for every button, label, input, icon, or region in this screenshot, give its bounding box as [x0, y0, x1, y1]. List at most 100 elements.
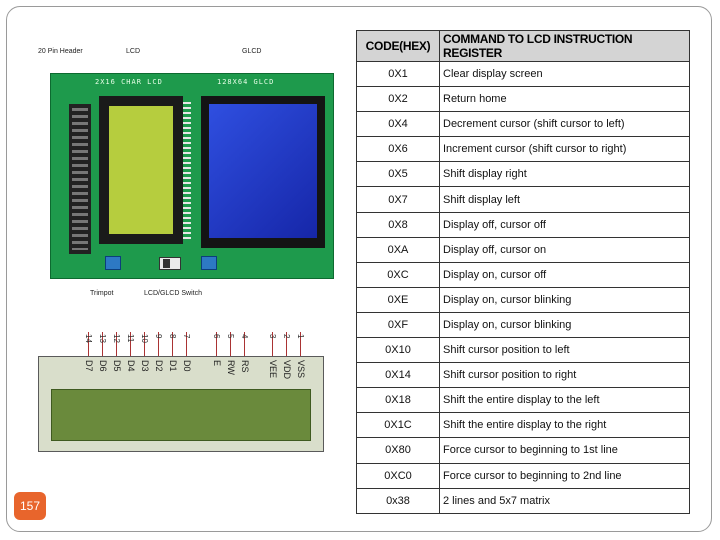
- cell-command: Shift cursor position to right: [439, 362, 690, 389]
- pin-number: 3: [268, 334, 277, 339]
- page-number-badge: 157: [14, 492, 46, 520]
- pin-number: 14: [84, 334, 93, 343]
- cell-command: Display off, cursor off: [439, 211, 690, 238]
- silkscreen-lcd-label: 2X16 CHAR LCD: [95, 78, 163, 86]
- cell-command: Increment cursor (shift cursor to right): [439, 136, 690, 163]
- lcd-module-screen: [51, 389, 311, 441]
- pin-lead: [172, 332, 173, 356]
- silkscreen-glcd-label: 128X64 GLCD: [217, 78, 275, 86]
- cell-command: Display on, cursor off: [439, 261, 690, 288]
- cell-command: Shift cursor position to left: [439, 337, 690, 364]
- pin-label: VSS: [296, 360, 306, 379]
- pin-number: 12: [112, 334, 121, 343]
- cell-command: Clear display screen: [439, 60, 690, 88]
- lcd-module-outline: [38, 356, 324, 452]
- pin-label: D6: [98, 360, 108, 372]
- cell-command: Force cursor to beginning to 1st line: [439, 437, 690, 464]
- pin-label: D0: [182, 360, 192, 372]
- cell-command: Display on, cursor blinking: [439, 286, 690, 313]
- callout-switch: LCD/GLCD Switch: [144, 290, 202, 297]
- pin-number: 11: [126, 334, 135, 343]
- graphic-lcd-glass: [209, 104, 317, 238]
- cell-code: 0X18: [356, 387, 440, 414]
- cell-code: 0X5: [356, 161, 440, 188]
- graphic-lcd: [201, 96, 325, 248]
- cell-code: 0X1: [356, 60, 440, 88]
- pin-number: 1: [296, 334, 305, 339]
- pin-number: 13: [98, 334, 107, 343]
- pin-lead: [88, 332, 89, 356]
- pin-number: 6: [212, 334, 221, 339]
- cell-code: 0XC0: [356, 462, 440, 489]
- cell-code: 0X80: [356, 437, 440, 464]
- cell-code: 0X10: [356, 337, 440, 364]
- pin-label: D7: [84, 360, 94, 372]
- cell-code: 0X1C: [356, 412, 440, 439]
- pin-lead: [216, 332, 217, 356]
- pcb-board: 2X16 CHAR LCD 128X64 GLCD: [50, 73, 334, 279]
- pin-label: VDD: [282, 360, 292, 380]
- pin-lead: [230, 332, 231, 356]
- pin-lead: [158, 332, 159, 356]
- pin-label: RS: [240, 360, 250, 373]
- pin-label: D2: [154, 360, 164, 372]
- pin-lead: [244, 332, 245, 356]
- pin-header-20: [69, 104, 91, 254]
- callout-lcd: LCD: [126, 48, 141, 55]
- cell-command: Shift display right: [439, 161, 690, 188]
- trimpot: [105, 256, 121, 270]
- cell-command: Return home: [439, 86, 690, 113]
- cell-code: 0XC: [356, 261, 440, 288]
- pin-label: RW: [226, 360, 236, 375]
- pin-lead: [272, 332, 273, 356]
- callout-20-pin-header: 20 Pin Header: [38, 48, 83, 55]
- cell-command: Display on, cursor blinking: [439, 311, 690, 339]
- pin-label: D4: [126, 360, 136, 372]
- table-header-row: CODE(HEX) COMMAND TO LCD INSTRUCTION REG…: [356, 30, 690, 62]
- pin-number: 8: [168, 334, 177, 339]
- cell-command: Display off, cursor on: [439, 236, 690, 263]
- pin-lead: [130, 332, 131, 356]
- cell-code: 0XA: [356, 236, 440, 263]
- trimpot-2: [201, 256, 217, 270]
- cell-command: Shift the entire display to the right: [439, 412, 690, 439]
- cell-command: Shift display left: [439, 186, 690, 213]
- glcd-pin-strip: [183, 102, 191, 242]
- pin-lead: [116, 332, 117, 356]
- callout-trimpot: Trimpot: [90, 290, 114, 297]
- callout-glcd: GLCD: [242, 48, 262, 55]
- char-lcd-glass: [109, 106, 173, 234]
- pin-number: 5: [226, 334, 235, 339]
- lcd-command-table: CODE(HEX) COMMAND TO LCD INSTRUCTION REG…: [356, 30, 690, 514]
- col-header-command: COMMAND TO LCD INSTRUCTION REGISTER: [439, 30, 690, 62]
- cell-code: 0X6: [356, 136, 440, 163]
- pin-label: E: [212, 360, 222, 367]
